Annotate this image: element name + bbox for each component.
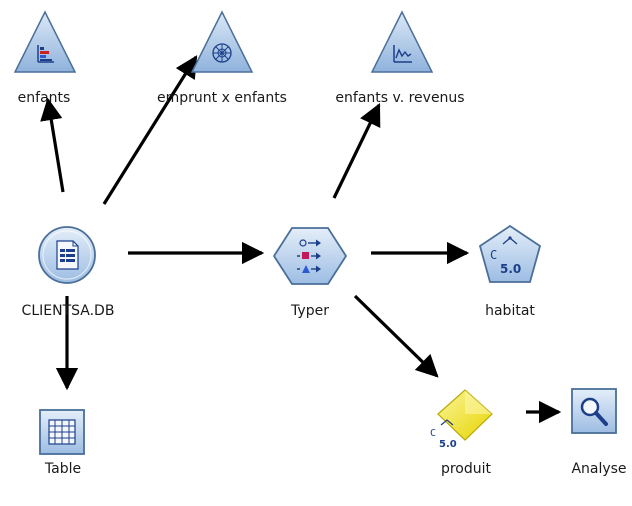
svg-text:C: C — [430, 428, 436, 439]
node-label-produit: produit — [440, 461, 492, 477]
node-label-typer: Typer — [291, 303, 329, 319]
link-typer-to-enfants_revenus[interactable] — [332, 102, 381, 199]
link-clientsa-to-emprunt[interactable] — [102, 55, 198, 205]
node-label-enfants-v-revenus: enfants v. revenus — [335, 90, 465, 106]
link-layer — [40, 55, 562, 424]
node-habitat[interactable]: C 5.0 — [478, 224, 542, 283]
node-clientsa-db[interactable] — [38, 226, 96, 284]
node-analyse[interactable] — [571, 388, 617, 434]
node-enfants-v-revenus[interactable] — [370, 10, 434, 73]
node-label-clientsa-db: CLIENTSA.DB — [21, 303, 115, 319]
svg-text:5.0: 5.0 — [439, 439, 457, 450]
node-table[interactable] — [39, 409, 85, 455]
c50-model-icon: C 5.0 — [490, 236, 521, 276]
svg-text:C: C — [490, 248, 497, 262]
type-field-icon — [297, 239, 321, 273]
magnifier-icon — [580, 397, 608, 426]
node-label-enfants: enfants — [17, 90, 71, 106]
node-label-emprunt-x-enfants: emprunt x enfants — [157, 90, 287, 106]
node-enfants[interactable] — [13, 10, 77, 73]
web-graph-icon — [212, 43, 232, 63]
svg-text:5.0: 5.0 — [500, 262, 521, 276]
node-typer[interactable] — [272, 227, 348, 285]
node-label-habitat: habitat — [485, 303, 535, 319]
table-icon — [48, 419, 76, 445]
node-emprunt-x-enfants[interactable] — [190, 10, 254, 73]
c50-nugget-icon: C 5.0 — [430, 419, 457, 450]
database-file-icon — [56, 240, 79, 270]
link-clientsa-to-enfants[interactable] — [40, 97, 65, 193]
plot-graph-icon — [393, 45, 412, 63]
distribution-graph-icon — [37, 45, 54, 63]
node-label-table: Table — [44, 461, 82, 477]
node-label-analyse: Analyse — [571, 461, 627, 477]
node-produit[interactable]: C 5.0 — [430, 389, 493, 450]
link-typer-to-produit[interactable] — [353, 294, 439, 378]
